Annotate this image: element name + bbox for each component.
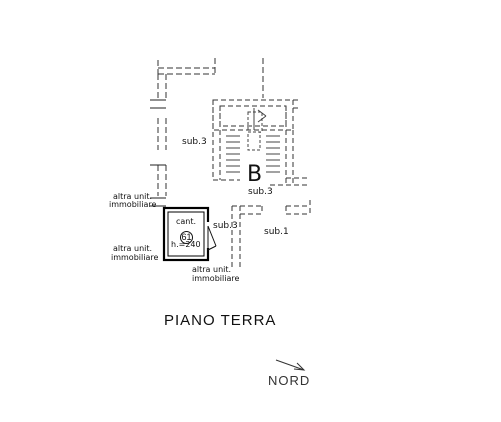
sub1-walls [231,200,311,270]
unit-number: 61 [180,231,193,244]
label-altra-left-2: immobiliare [111,253,159,262]
label-sub3-center: sub.3 [248,187,273,197]
label-altra-top-2: immobiliare [109,200,157,209]
floor-title: PIANO TERRA [164,312,277,329]
label-sub3-left: sub.3 [182,137,207,147]
stair-steps [226,108,280,173]
unit-height: h.=240 [171,240,201,249]
label-altra-bottom-2: immobiliare [192,274,240,283]
label-sub3-unit: sub.3 [213,221,238,231]
stair-block [212,99,310,186]
unit-name: cant. [176,217,197,226]
north-arrow-icon [275,359,306,371]
door-swing [207,225,217,251]
unit-number-badge: 61 [180,228,193,244]
label-altra-left-1: altra unit. [113,244,153,253]
label-altra-bottom-1: altra unit. [192,265,232,274]
label-altra-top-1: altra unit. [113,192,153,201]
north-label: NORD [268,373,311,388]
building-wall-outline [157,58,264,196]
wall-ticks [150,99,166,207]
label-sub1: sub.1 [264,227,289,237]
stair-letter: B [247,162,263,187]
